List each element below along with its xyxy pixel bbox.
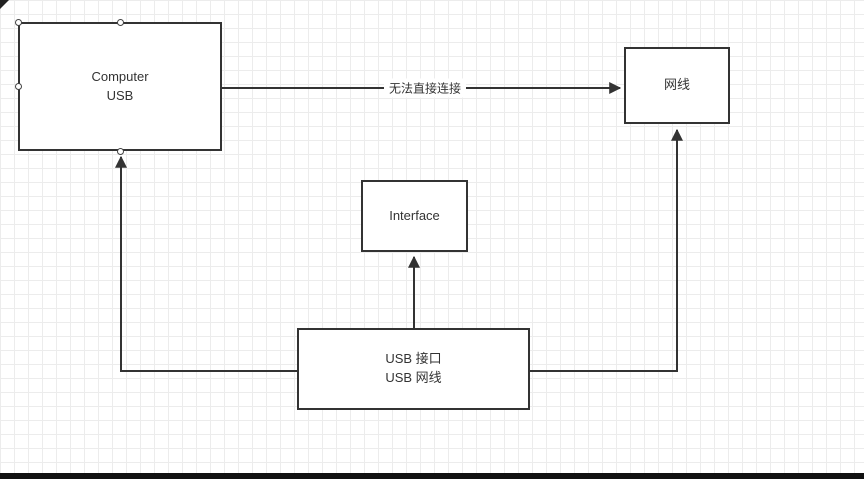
selection-handle-top-middle[interactable] [117, 19, 124, 26]
node-usb-adapter-label-line1: USB 接口 [385, 351, 442, 367]
bottom-bar[interactable] [0, 473, 864, 479]
selection-handle-left-middle[interactable] [15, 83, 22, 90]
node-computer-usb-label-line2: USB [106, 87, 134, 103]
node-computer-usb-label-line1: Computer [91, 68, 149, 84]
node-computer-usb[interactable]: Computer USB [18, 22, 222, 151]
selection-handle-bottom-middle[interactable] [117, 148, 124, 155]
node-network-cable[interactable]: 网线 [624, 47, 730, 124]
node-interface-label: Interface [389, 207, 440, 223]
edge-usb-to-cable[interactable] [530, 128, 683, 372]
node-usb-adapter-label: USB 接口 USB 网线 [385, 350, 441, 388]
node-network-cable-label: 网线 [663, 77, 690, 93]
canvas-corner-mark [0, 0, 9, 9]
node-usb-adapter[interactable]: USB 接口 USB 网线 [297, 328, 530, 410]
node-usb-adapter-label-line2: USB 网线 [385, 370, 442, 385]
edge-label-cannot-connect: 无法直接连接 [383, 78, 467, 98]
node-interface[interactable]: Interface [361, 180, 468, 252]
edge-usb-to-computer[interactable] [115, 155, 297, 372]
selection-handle-top-left[interactable] [15, 19, 22, 26]
node-computer-usb-label: Computer USB [91, 68, 148, 106]
